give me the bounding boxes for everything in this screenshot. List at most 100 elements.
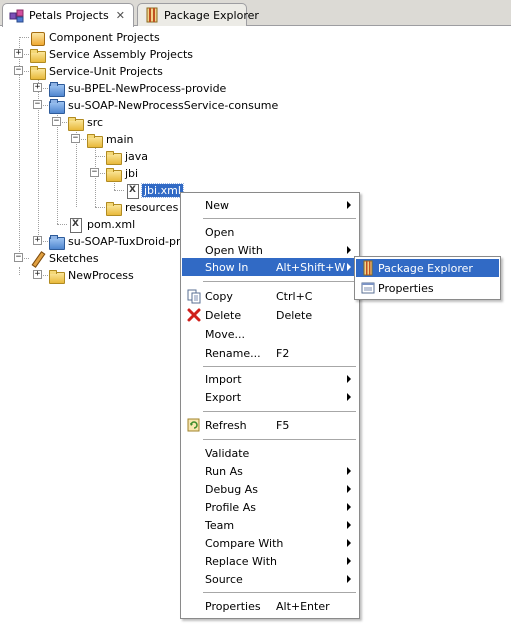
tree-guide-line (19, 37, 20, 258)
tree-guide-line (43, 105, 48, 106)
menu-separator (203, 592, 356, 593)
tree-guide-line (19, 37, 29, 38)
menu-item-source[interactable]: Source (182, 570, 358, 588)
menu-item-rename[interactable]: Rename... F2 (182, 344, 358, 362)
tree-item-jbi-xml[interactable]: jbi.xml (124, 182, 184, 199)
tree-item-service-unit-projects[interactable]: Service-Unit Projects (29, 63, 163, 80)
xml-file-icon (67, 217, 83, 233)
tree-item-su-soap-consume[interactable]: su-SOAP-NewProcessService-consume (48, 97, 278, 114)
menu-item-open-with[interactable]: Open With (182, 241, 358, 259)
submenu-arrow-icon (347, 467, 351, 475)
expand-toggle[interactable]: + (33, 269, 42, 279)
submenu-arrow-icon (347, 503, 351, 511)
collapse-toggle[interactable]: − (33, 99, 42, 109)
folder-icon (86, 132, 103, 148)
submenu-arrow-icon (347, 263, 351, 271)
menu-item-label: Profile As (205, 500, 256, 514)
tree-guide-line (81, 139, 86, 140)
menu-item-new[interactable]: New (182, 196, 358, 214)
menu-separator (203, 439, 356, 440)
tree-item-component-projects[interactable]: Component Projects (29, 29, 160, 46)
menu-item-run-as[interactable]: Run As (182, 462, 358, 480)
tab-package-explorer[interactable]: Package Explorer (137, 3, 259, 26)
menu-item-import[interactable]: Import (182, 370, 358, 388)
tree-item-jbi-folder[interactable]: jbi (105, 165, 138, 182)
component-projects-icon (29, 30, 45, 46)
menu-item-replace-with[interactable]: Replace With (182, 552, 358, 570)
expand-toggle[interactable]: + (33, 235, 42, 245)
tree-guide-line (95, 207, 105, 208)
close-icon[interactable]: ✕ (115, 9, 125, 22)
submenu-item-package-explorer[interactable]: Package Explorer (356, 259, 499, 277)
tree-guide-line (38, 79, 39, 241)
tree-item-sketches[interactable]: Sketches (29, 250, 99, 267)
menu-item-shortcut: Ctrl+C (276, 289, 313, 303)
menu-item-refresh[interactable]: Refresh F5 (182, 416, 358, 434)
menu-item-team[interactable]: Team (182, 516, 358, 534)
menu-item-shortcut: F2 (276, 346, 290, 360)
menu-item-label: Move... (205, 327, 245, 341)
tree-item-label: Service Assembly Projects (49, 48, 194, 61)
tree-item-newprocess[interactable]: NewProcess (48, 267, 134, 284)
menu-item-label: Debug As (205, 482, 258, 496)
folder-icon (48, 268, 65, 284)
tree-item-main[interactable]: main (86, 131, 133, 148)
menu-item-open[interactable]: Open (182, 223, 358, 241)
expand-toggle[interactable]: + (14, 48, 23, 58)
menu-item-delete[interactable]: Delete Delete (182, 306, 358, 324)
menu-item-shortcut: F5 (276, 418, 290, 432)
tree-guide-line (43, 88, 48, 89)
menu-item-debug-as[interactable]: Debug As (182, 480, 358, 498)
tree-item-src[interactable]: src (67, 114, 103, 131)
submenu-arrow-icon (347, 557, 351, 565)
submenu-arrow-icon (347, 521, 351, 529)
project-icon (48, 234, 65, 250)
menu-item-label: Refresh (205, 418, 247, 432)
menu-item-compare-with[interactable]: Compare With (182, 534, 358, 552)
menu-item-label: Source (205, 572, 243, 586)
tree-item-pom-xml[interactable]: pom.xml (67, 216, 135, 233)
tree-item-label: Service-Unit Projects (49, 65, 163, 78)
tree-guide-line (114, 181, 115, 190)
tab-petals-projects[interactable]: Petals Projects ✕ (2, 3, 134, 27)
tree-item-label: java (125, 150, 149, 163)
menu-item-validate[interactable]: Validate (182, 444, 358, 462)
collapse-toggle[interactable]: − (52, 116, 61, 126)
tree-item-label-selected: jbi.xml (141, 183, 184, 198)
tree-item-service-assembly-projects[interactable]: Service Assembly Projects (29, 46, 193, 63)
context-menu: New Open Open With Show In Alt+Shift+W C… (180, 192, 360, 619)
tree-guide-line (24, 71, 29, 72)
menu-item-properties[interactable]: Properties Alt+Enter (182, 597, 358, 615)
menu-item-label: Open (205, 225, 235, 239)
copy-icon (186, 288, 202, 304)
collapse-toggle[interactable]: − (14, 65, 23, 75)
collapse-toggle[interactable]: − (71, 133, 80, 143)
tree-guide-line (62, 122, 67, 123)
tree-item-su-bpel[interactable]: su-BPEL-NewProcess-provide (48, 80, 226, 97)
menu-item-show-in[interactable]: Show In Alt+Shift+W (182, 258, 358, 276)
tree-guide-line (43, 275, 48, 276)
menu-item-copy[interactable]: Copy Ctrl+C (182, 287, 358, 305)
tree-guide-line (95, 156, 105, 157)
menu-item-profile-as[interactable]: Profile As (182, 498, 358, 516)
tree-guide-line (57, 224, 67, 225)
tree-item-java[interactable]: java (105, 148, 148, 165)
tree-guide-line (57, 113, 58, 224)
tree-guide-line (114, 190, 124, 191)
tree-item-label: jbi (125, 167, 139, 180)
submenu-item-properties[interactable]: Properties (356, 279, 499, 297)
expand-toggle[interactable]: + (33, 82, 42, 92)
package-explorer-icon (144, 7, 160, 23)
menu-item-move[interactable]: Move... (182, 325, 358, 343)
folder-icon (29, 64, 46, 80)
collapse-toggle[interactable]: − (90, 167, 99, 177)
tree-item-su-soap-tux[interactable]: su-SOAP-TuxDroid-prov (48, 233, 194, 250)
tree-item-resources[interactable]: resources (105, 199, 178, 216)
tree-guide-line (24, 54, 29, 55)
tree-item-label: Sketches (49, 252, 99, 265)
menu-item-shortcut: Alt+Enter (276, 599, 330, 613)
tree-guide-line (19, 267, 20, 275)
xml-file-icon (124, 183, 140, 199)
menu-item-export[interactable]: Export (182, 388, 358, 406)
collapse-toggle[interactable]: − (14, 252, 23, 262)
